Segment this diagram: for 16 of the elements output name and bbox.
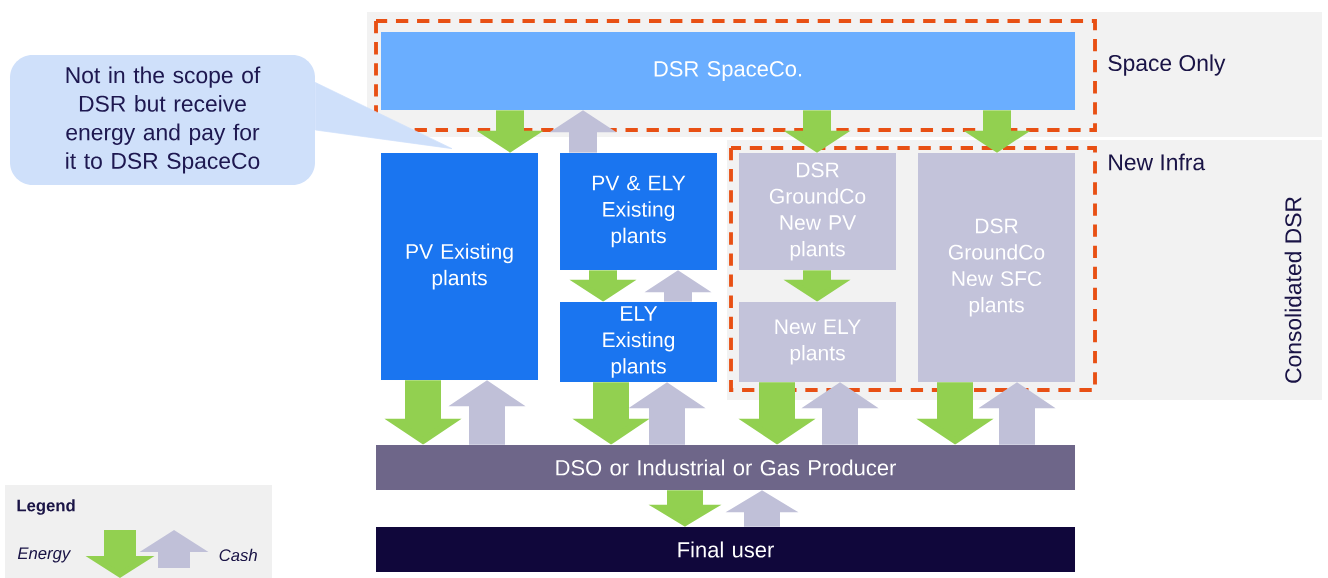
- plant-box: DSR GroundCo New PV plants: [739, 153, 896, 270]
- legend-title: Legend: [17, 499, 75, 515]
- user-bar: Final user: [376, 527, 1075, 572]
- plant-box: New ELY plants: [739, 302, 896, 382]
- plant-box: ELY Existing plants: [560, 302, 717, 382]
- legend-label: Cash: [219, 548, 257, 562]
- band-label: Space Only: [1108, 54, 1226, 76]
- band-label: New Infra: [1109, 153, 1206, 171]
- plant-box: DSR GroundCo New SFC plants: [918, 153, 1075, 382]
- plant-box: PV & ELY Existing plants: [560, 153, 717, 270]
- plant-box: PV Existing plants: [381, 153, 538, 380]
- producer-bar: DSO or Industrial or Gas Producer: [376, 445, 1075, 490]
- company-box: DSR SpaceCo.: [381, 32, 1075, 110]
- legend-label: Energy: [17, 547, 72, 563]
- callout-pointer: [315, 82, 453, 149]
- band-label: Consolidated DSR: [1284, 197, 1302, 383]
